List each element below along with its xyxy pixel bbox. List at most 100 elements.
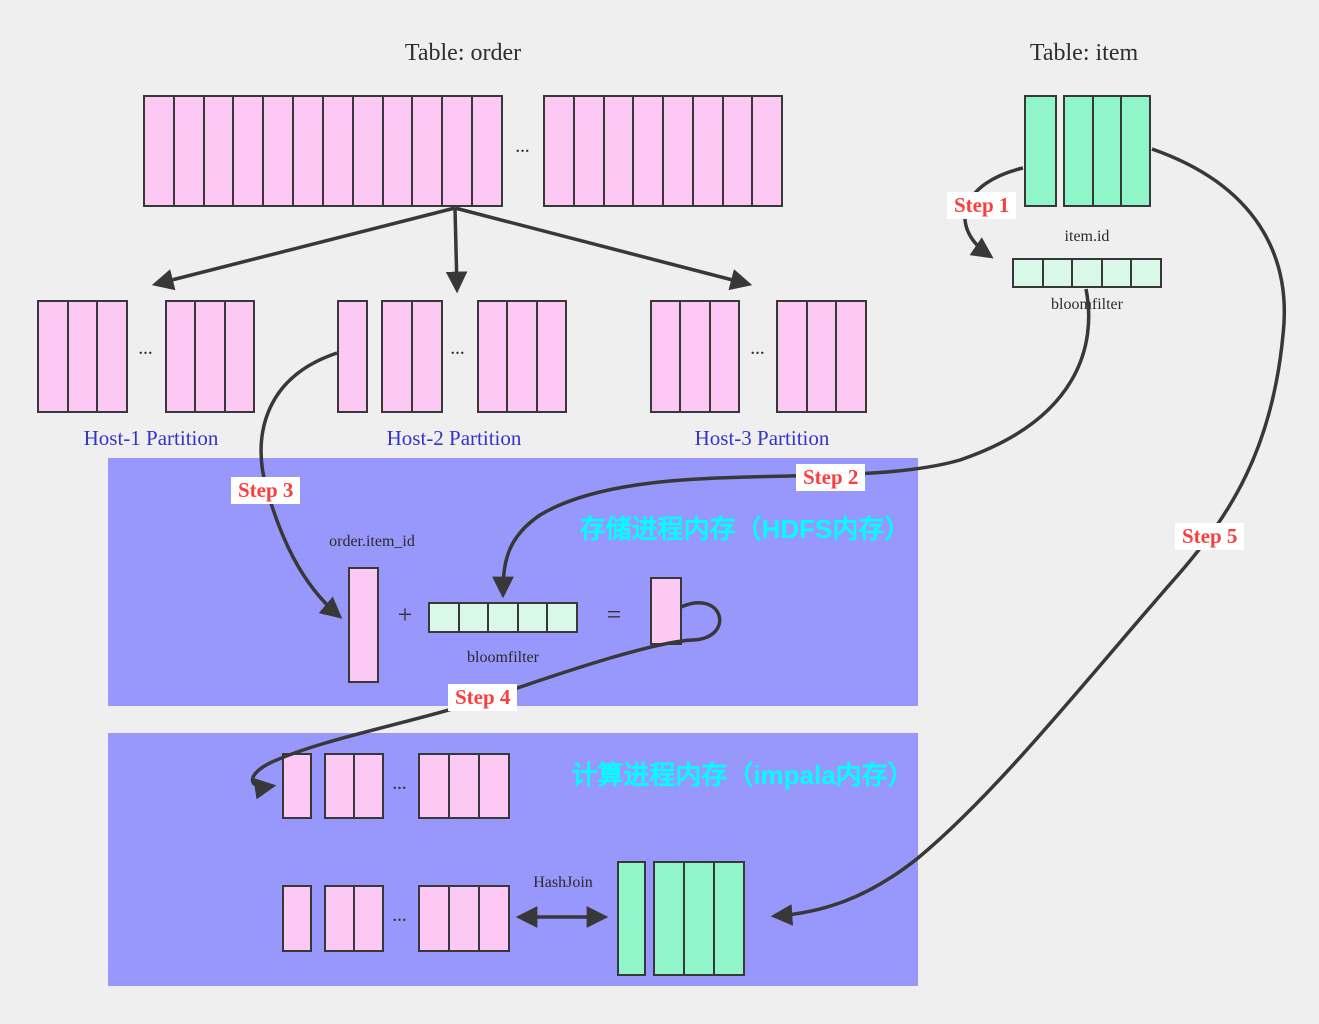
- table-cell: [715, 861, 745, 976]
- table-cell: [381, 300, 413, 413]
- table-cell: [753, 95, 783, 207]
- equals-sign: =: [606, 600, 622, 629]
- step4-label: Step 4: [448, 684, 518, 711]
- table-cell: [518, 602, 549, 633]
- table-cell: [282, 753, 312, 819]
- table-cell: [196, 300, 226, 413]
- impala-item-single: [617, 861, 646, 976]
- host3-block-a: [650, 300, 740, 413]
- table-cell: [225, 300, 255, 413]
- table-cell: [543, 95, 575, 207]
- hdfs-order-column: [348, 567, 379, 683]
- host2-partition-label: Host-2 Partition: [386, 426, 522, 450]
- host2-block-single: [337, 300, 368, 413]
- host2-ellipsis: ...: [450, 342, 466, 358]
- table-cell: [282, 885, 312, 952]
- hdfs-bloomfilter-block: [428, 602, 578, 633]
- impala-bottom-block-b: [418, 885, 510, 952]
- table-cell: [264, 95, 295, 207]
- table-cell: [650, 577, 682, 645]
- host2-block-a: [381, 300, 443, 413]
- item-id-label: item.id: [1064, 228, 1110, 245]
- table-cell: [537, 300, 567, 413]
- table-cell: [174, 95, 205, 207]
- table-cell: [428, 602, 460, 633]
- table-cell: [337, 300, 368, 413]
- table-cell: [1073, 258, 1103, 288]
- table-cell: [1102, 258, 1133, 288]
- table-cell: [1063, 95, 1094, 207]
- impala-top-block-b: [418, 753, 510, 819]
- order-item-id-label: order.item_id: [329, 533, 415, 550]
- table-cell: [323, 95, 354, 207]
- table-cell: [234, 95, 265, 207]
- table-cell: [353, 95, 384, 207]
- table-cell: [324, 885, 355, 952]
- plus-sign: +: [397, 600, 413, 629]
- table-cell: [693, 95, 724, 207]
- host1-block-b: [165, 300, 255, 413]
- item-table-title: Table: item: [1029, 40, 1139, 66]
- table-cell: [348, 567, 379, 683]
- table-cell: [355, 885, 384, 952]
- table-cell: [459, 602, 490, 633]
- table-cell: [1012, 258, 1044, 288]
- host3-block-b: [776, 300, 868, 413]
- table-cell: [98, 300, 129, 413]
- table-cell: [807, 300, 838, 413]
- table-cell: [450, 753, 480, 819]
- table-cell: [477, 300, 509, 413]
- table-cell: [681, 300, 711, 413]
- order-table-title: Table: order: [404, 40, 522, 66]
- impala-bottom-single: [282, 885, 312, 952]
- hdfs-result-column: [650, 577, 682, 645]
- hdfs-bloomfilter-label: bloomfilter: [467, 649, 539, 666]
- step2-label: Step 2: [796, 464, 866, 491]
- table-cell: [37, 300, 69, 413]
- impala-bottom-ellipsis: ...: [392, 909, 408, 925]
- hashjoin-label: HashJoin: [533, 874, 593, 891]
- table-cell: [617, 861, 646, 976]
- fan-arrow-middle: [445, 207, 468, 294]
- table-cell: [294, 95, 324, 207]
- table-cell: [480, 885, 510, 952]
- table-cell: [489, 602, 519, 633]
- table-cell: [837, 300, 868, 413]
- impala-top-block-a: [324, 753, 384, 819]
- impala-memory-title: 计算进程内存（impala内存）: [571, 760, 914, 790]
- table-cell: [634, 95, 664, 207]
- table-cell: [710, 300, 740, 413]
- table-cell: [548, 602, 578, 633]
- table-cell: [418, 885, 450, 952]
- table-cell: [473, 95, 503, 207]
- impala-item-group: [653, 861, 745, 976]
- table-cell: [574, 95, 605, 207]
- table-cell: [413, 95, 444, 207]
- table-cell: [450, 885, 480, 952]
- fan-arrow-left: [151, 206, 456, 291]
- table-cell: [776, 300, 808, 413]
- table-cell: [383, 95, 414, 207]
- table-cell: [413, 300, 443, 413]
- host1-partition-label: Host-1 Partition: [83, 426, 219, 450]
- table-cell: [508, 300, 538, 413]
- item-bloomfilter-label: bloomfilter: [1051, 296, 1123, 313]
- order-ellipsis: ...: [515, 140, 531, 156]
- table-cell: [443, 95, 474, 207]
- table-cell: [1024, 95, 1057, 207]
- step3-label: Step 3: [231, 477, 301, 504]
- table-cell: [723, 95, 754, 207]
- table-cell: [165, 300, 197, 413]
- table-cell: [604, 95, 635, 207]
- host1-ellipsis: ...: [138, 342, 154, 358]
- table-cell: [143, 95, 175, 207]
- fan-arrow-right: [454, 206, 753, 291]
- table-cell: [653, 861, 685, 976]
- item-table-block-group: [1063, 95, 1152, 207]
- table-cell: [324, 753, 355, 819]
- host3-ellipsis: ...: [750, 342, 766, 358]
- table-cell: [418, 753, 450, 819]
- table-cell: [1093, 95, 1123, 207]
- order-table-block-left: [143, 95, 503, 207]
